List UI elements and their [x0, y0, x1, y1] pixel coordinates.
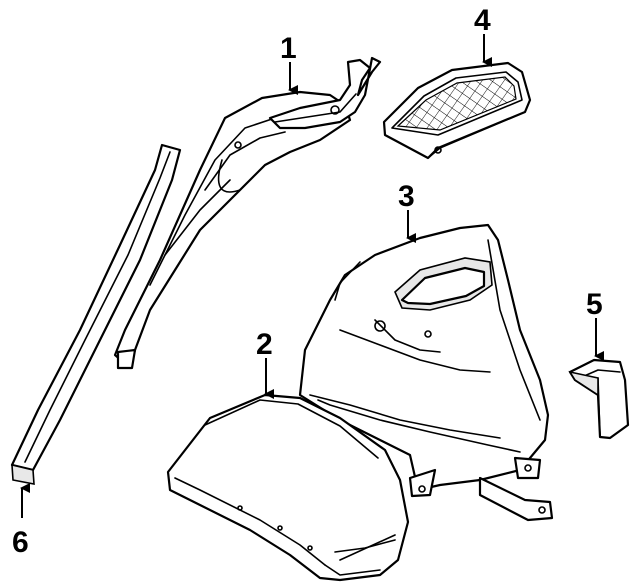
callout-3: 3 [398, 180, 415, 213]
part-4-grille-cover [382, 61, 532, 160]
callout-6: 6 [12, 526, 29, 559]
callout-2: 2 [256, 328, 273, 361]
part-6-trim-strip [10, 143, 182, 485]
part-5-clip [568, 358, 630, 440]
callout-4: 4 [474, 4, 491, 37]
part-1-quarter-trim-panel [113, 56, 382, 370]
callout-5: 5 [586, 288, 603, 321]
callout-1: 1 [280, 32, 297, 65]
part-3-side-housing [298, 223, 554, 522]
part-2-cover-panel [166, 393, 410, 582]
